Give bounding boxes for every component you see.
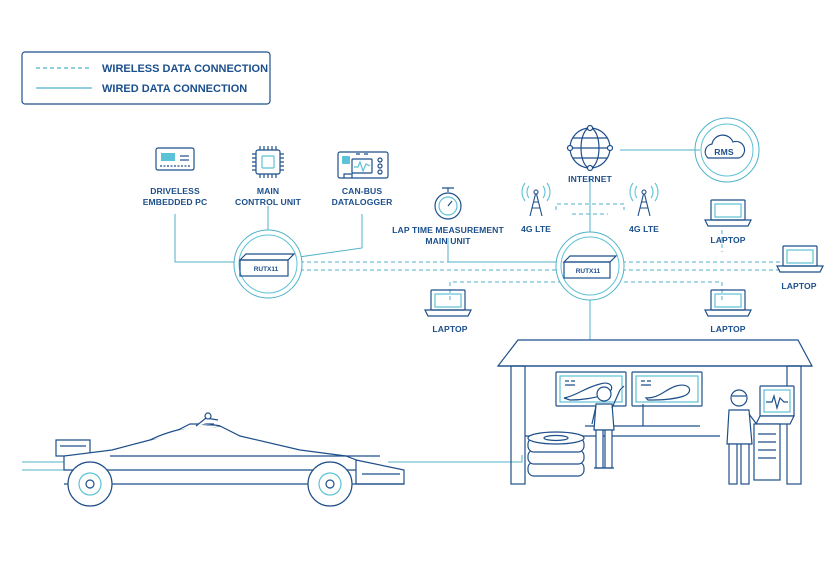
router-right: RUTX11	[555, 231, 625, 301]
lap-time-label-2: MAIN UNIT	[425, 236, 471, 246]
rms-label: RMS	[714, 147, 734, 157]
router-left: RUTX11	[233, 229, 303, 299]
legend: WIRELESS DATA CONNECTION WIRED DATA CONN…	[21, 51, 271, 105]
driveless-pc-label-1: DRIVELESS	[150, 186, 200, 196]
canbus-datalogger-label-2: DATALOGGER	[332, 197, 394, 207]
lte-left-label: 4G LTE	[521, 224, 551, 234]
internet-label: INTERNET	[568, 174, 612, 184]
cloud-icon	[704, 134, 746, 159]
lte-antenna-left-icon	[521, 182, 551, 217]
lap-time-label-1: LAP TIME MEASUREMENT	[392, 225, 504, 235]
legend-wireless-label: WIRELESS DATA CONNECTION	[102, 63, 268, 75]
main-control-unit-label-2: CONTROL UNIT	[235, 197, 302, 207]
laptop-label-2: LAPTOP	[781, 281, 816, 291]
lte-antenna-right-icon	[629, 182, 659, 217]
mechanic-figure	[591, 385, 625, 469]
router-left-label: RUTX11	[254, 266, 279, 273]
tyre-stack	[527, 431, 585, 477]
engineer-figure	[726, 389, 759, 485]
globe-icon	[566, 124, 614, 172]
main-control-unit-label-1: MAIN	[257, 186, 279, 196]
rms-cloud: RMS	[694, 117, 760, 183]
telemetry-station	[753, 385, 795, 481]
driveless-pc-label-2: EMBEDDED PC	[143, 197, 208, 207]
router-right-icon	[562, 255, 618, 279]
track-screen-right	[631, 371, 703, 407]
lte-right-label: 4G LTE	[629, 224, 659, 234]
canbus-datalogger-label-1: CAN-BUS	[342, 186, 382, 196]
wireless-connections	[300, 203, 780, 300]
laptop-icon	[704, 289, 752, 317]
laptop-label-3: LAPTOP	[432, 324, 467, 334]
laptop-icon	[424, 289, 472, 317]
router-right-label: RUTX11	[576, 268, 601, 275]
driveless-pc-icon	[155, 147, 195, 171]
stopwatch-icon	[434, 187, 462, 220]
laptop-icon	[776, 245, 824, 273]
laptop-label-4: LAPTOP	[710, 324, 745, 334]
laptop-icon	[704, 199, 752, 227]
laptop-label-1: LAPTOP	[710, 235, 745, 245]
router-left-icon	[238, 253, 296, 277]
race-car	[55, 412, 405, 507]
canbus-datalogger-icon	[337, 151, 389, 179]
legend-wired-label: WIRED DATA CONNECTION	[102, 83, 247, 95]
main-control-unit-icon	[252, 146, 284, 178]
